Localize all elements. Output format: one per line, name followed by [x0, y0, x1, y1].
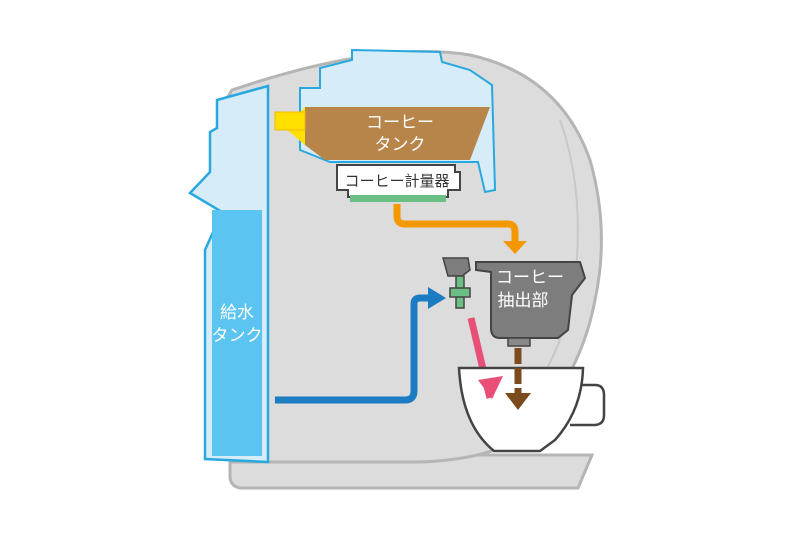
coffee-tank [305, 107, 490, 160]
extraction-spout [507, 337, 531, 347]
water-flow-arrow [275, 294, 430, 404]
water-tank: 給水 タンク [188, 84, 270, 464]
extraction-unit-label-2: 抽出部 [498, 291, 549, 311]
water-tank-label-1: 給水 [220, 303, 254, 323]
coffee-flow-arrow [393, 204, 519, 242]
coffee-meter [336, 164, 461, 198]
coffee-meter-label: コーヒー計量器 [344, 172, 449, 190]
valve [442, 257, 471, 309]
meter-green-strip [350, 195, 446, 202]
hot-water-arrowhead [478, 376, 503, 399]
extraction-unit [475, 261, 587, 339]
water-tank-label-2: タンク [212, 326, 263, 346]
coffee-flow-arrowhead [503, 241, 527, 254]
water-flow-arrowhead [428, 287, 446, 309]
coffee-drip-arrowhead [505, 393, 531, 410]
coffee-tank-label-2: タンク [375, 135, 426, 155]
water-level [212, 210, 262, 456]
yellow-latch [274, 111, 306, 131]
coffee-tank-label-1: コーヒー [366, 113, 434, 133]
extraction-unit-label-1: コーヒー [496, 268, 564, 288]
